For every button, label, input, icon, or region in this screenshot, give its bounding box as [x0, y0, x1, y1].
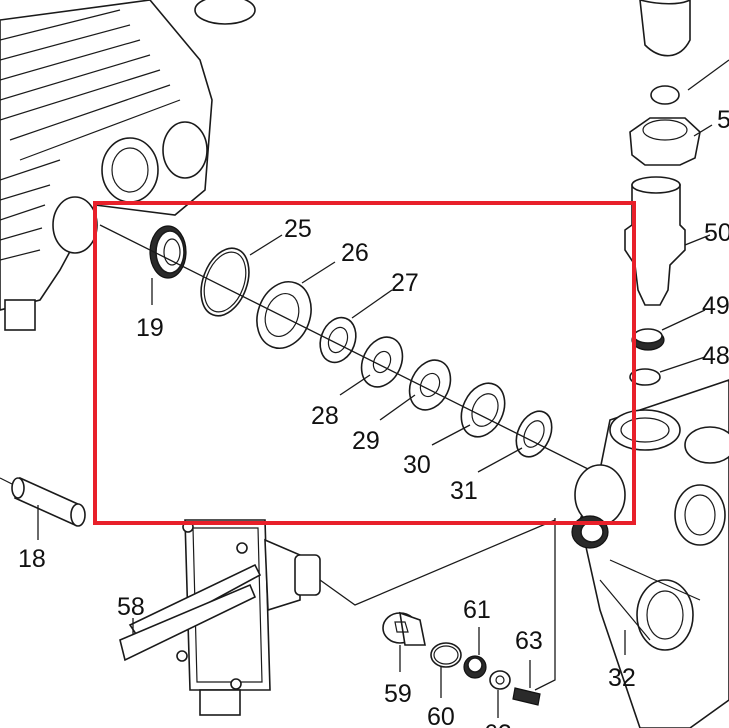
label-59: 59	[384, 680, 412, 708]
label-62: 62	[484, 720, 512, 728]
label-61: 61	[463, 596, 491, 624]
part-30-seal	[460, 382, 506, 438]
leader-25	[249, 234, 283, 256]
label-32: 32	[608, 664, 636, 692]
label-26: 26	[341, 239, 369, 267]
part-19-seal	[149, 225, 187, 279]
part-31-washer	[515, 410, 553, 458]
part-49-seal	[631, 309, 706, 351]
part-29-washer	[408, 359, 452, 411]
leader-31	[477, 447, 523, 473]
label-29: 29	[352, 427, 380, 455]
label-27: 27	[391, 269, 419, 297]
label-63: 63	[515, 627, 543, 655]
part-18-plunger	[0, 476, 86, 540]
leader-30	[431, 424, 471, 446]
part-60-oring	[430, 642, 462, 698]
part-62-washer	[489, 670, 511, 718]
leader-28	[339, 374, 371, 396]
label-48: 48	[702, 342, 729, 370]
leader-29	[379, 394, 416, 421]
part-27-seal	[319, 316, 357, 364]
label-49: 49	[702, 292, 729, 320]
part-59-plug	[382, 611, 426, 672]
part-48-oring	[629, 356, 706, 386]
part-25-oring	[200, 247, 250, 317]
leader-26	[301, 261, 336, 284]
label-19: 19	[136, 314, 164, 342]
crankcase	[0, 0, 256, 331]
part-58-pressure-switch	[119, 519, 556, 716]
leader-27	[351, 289, 393, 319]
bracket-line	[534, 518, 556, 691]
part-63-spring	[512, 660, 541, 706]
label-58: 58	[117, 593, 145, 621]
label-18: 18	[18, 545, 46, 573]
part-32-manifold	[571, 379, 729, 728]
label-28: 28	[311, 402, 339, 430]
highlight-box	[93, 201, 636, 525]
label-30: 30	[403, 451, 431, 479]
assembly-axis-line	[99, 224, 591, 471]
label-50: 50	[704, 219, 729, 247]
part-50-valve	[624, 176, 711, 306]
part-26-seal-retainer	[256, 281, 312, 349]
part-5-nut	[629, 0, 729, 166]
part-61-seat	[463, 627, 487, 679]
label-5: 5	[717, 106, 729, 134]
part-28-washer	[360, 336, 404, 388]
label-60: 60	[427, 703, 455, 728]
label-31: 31	[450, 477, 478, 505]
label-25: 25	[284, 215, 312, 243]
